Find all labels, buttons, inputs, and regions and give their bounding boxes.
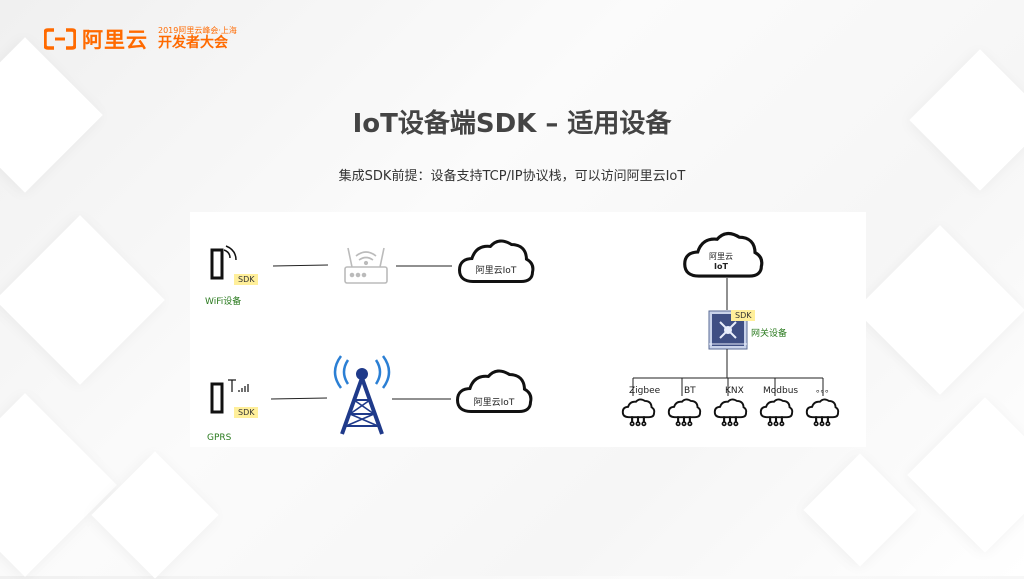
alibaba-cloud-logo-icon bbox=[43, 28, 77, 50]
cloud-label: 阿里云IoT bbox=[476, 265, 517, 276]
background-tile bbox=[803, 453, 917, 567]
bus-drops bbox=[632, 378, 824, 396]
background-tile bbox=[907, 397, 1024, 553]
connection-line bbox=[270, 397, 328, 400]
background-tile bbox=[0, 215, 165, 385]
protocol-label-zigbee: Zigbee bbox=[629, 386, 661, 396]
sdk-tag-gprs: SDK bbox=[234, 407, 259, 418]
sdk-tag-wifi: SDK bbox=[234, 274, 259, 285]
background-tile bbox=[91, 451, 219, 579]
connection-line bbox=[272, 264, 329, 267]
protocol-label-modbus: Modbus bbox=[763, 386, 799, 396]
gprs-device-icon bbox=[210, 379, 249, 414]
slide-subtitle: 集成SDK前提：设备支持TCP/IP协议栈，可以访问阿里云IoT bbox=[338, 169, 686, 184]
alibaba-cloud-logo: 阿里云 2019阿里云峰会·上海 开发者大会 bbox=[43, 24, 237, 54]
router-icon bbox=[344, 247, 388, 284]
cloud-label: 阿里云IoT bbox=[474, 397, 515, 408]
slide-title: IoT设备端SDK – 适用设备 bbox=[352, 109, 672, 139]
event-title: 开发者大会 bbox=[158, 34, 228, 51]
background-tile bbox=[855, 225, 1024, 395]
node-cloud-icon bbox=[805, 398, 840, 427]
wifi-device-icon bbox=[210, 245, 237, 280]
protocol-label-knx: KNX bbox=[725, 386, 744, 396]
node-cloud-icon bbox=[759, 398, 794, 427]
protocol-label-bt: BT bbox=[684, 386, 696, 396]
brand-name: 阿里云 bbox=[82, 28, 148, 52]
cloud-label-line2: IoT bbox=[714, 262, 728, 271]
cell-tower-icon bbox=[333, 355, 391, 435]
diagram-panel: 阿里云IoT 阿里云IoT bbox=[190, 212, 866, 447]
node-cloud-icon bbox=[667, 398, 702, 427]
sdk-tag-gateway: SDK bbox=[731, 310, 756, 321]
background-tile bbox=[0, 393, 117, 577]
event-name: 2019阿里云峰会·上海 bbox=[158, 25, 237, 35]
gprs-device-label: GPRS bbox=[207, 433, 232, 443]
protocol-label-more: 。。。 bbox=[816, 385, 835, 395]
node-cloud-icon bbox=[713, 398, 748, 427]
node-cloud-icon bbox=[621, 398, 656, 427]
gateway-device-label: 网关设备 bbox=[751, 329, 788, 339]
wifi-device-label: WiFi设备 bbox=[205, 297, 242, 307]
cloud-label-line1: 阿里云 bbox=[709, 252, 733, 261]
